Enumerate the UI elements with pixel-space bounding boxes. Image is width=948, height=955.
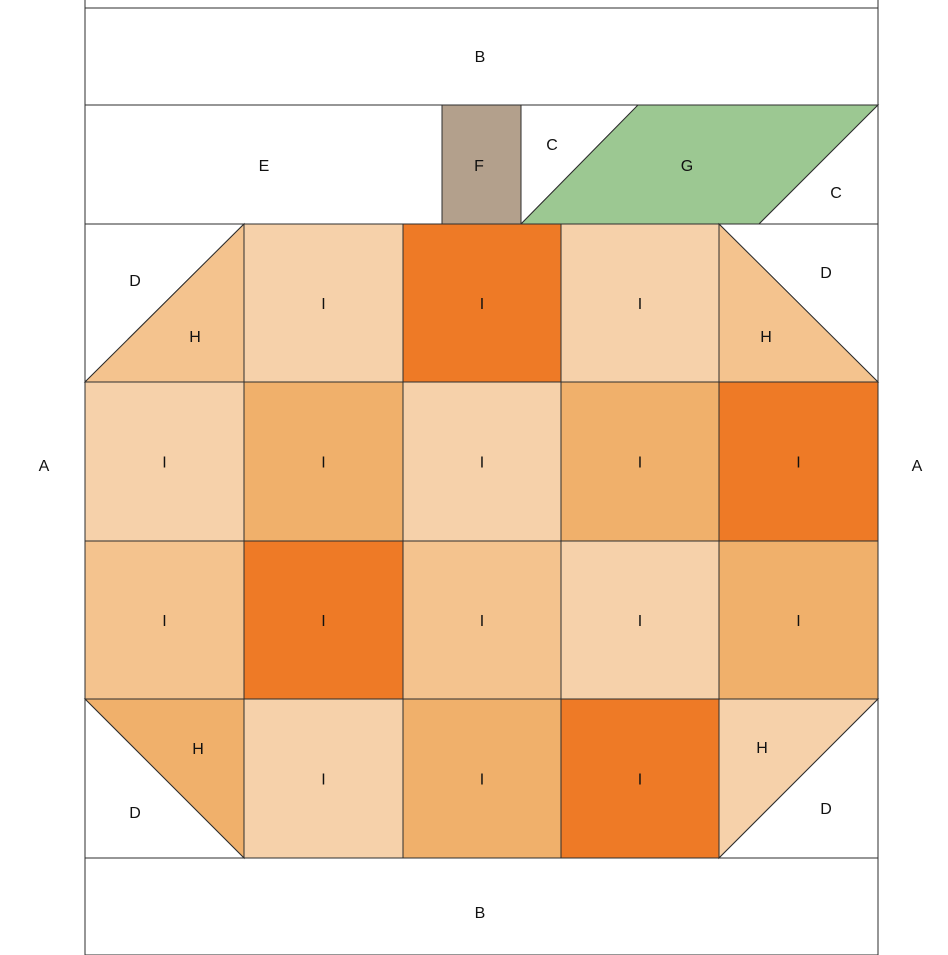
- label-c-left: C: [546, 137, 558, 154]
- label-i: I: [162, 613, 166, 630]
- label-d-bottom-left: D: [129, 805, 141, 822]
- label-i: I: [480, 296, 484, 313]
- label-e: E: [259, 158, 270, 175]
- label-c-right: C: [830, 185, 842, 202]
- label-h-top-right: H: [760, 329, 772, 346]
- label-i: I: [480, 455, 484, 472]
- label-i: I: [321, 455, 325, 472]
- label-i: I: [796, 455, 800, 472]
- label-i: I: [162, 455, 166, 472]
- label-i: I: [321, 613, 325, 630]
- label-h-bottom-left: H: [192, 741, 204, 758]
- label-d-bottom-right: D: [820, 801, 832, 818]
- label-i: I: [796, 613, 800, 630]
- label-i: I: [321, 296, 325, 313]
- label-i: I: [638, 296, 642, 313]
- label-d-top-right: D: [820, 265, 832, 282]
- label-b-bottom: B: [475, 905, 486, 922]
- label-a-right: A: [912, 458, 923, 475]
- label-i: I: [321, 772, 325, 789]
- label-a-left: A: [39, 458, 50, 475]
- label-g: G: [681, 158, 693, 175]
- label-i: I: [480, 613, 484, 630]
- label-h-bottom-right: H: [756, 740, 768, 757]
- label-f: F: [474, 158, 484, 175]
- label-i: I: [480, 772, 484, 789]
- label-b-top: B: [475, 49, 486, 66]
- label-d-top-left: D: [129, 273, 141, 290]
- label-i: I: [638, 772, 642, 789]
- label-i: I: [638, 455, 642, 472]
- label-h-top-left: H: [189, 329, 201, 346]
- label-i: I: [638, 613, 642, 630]
